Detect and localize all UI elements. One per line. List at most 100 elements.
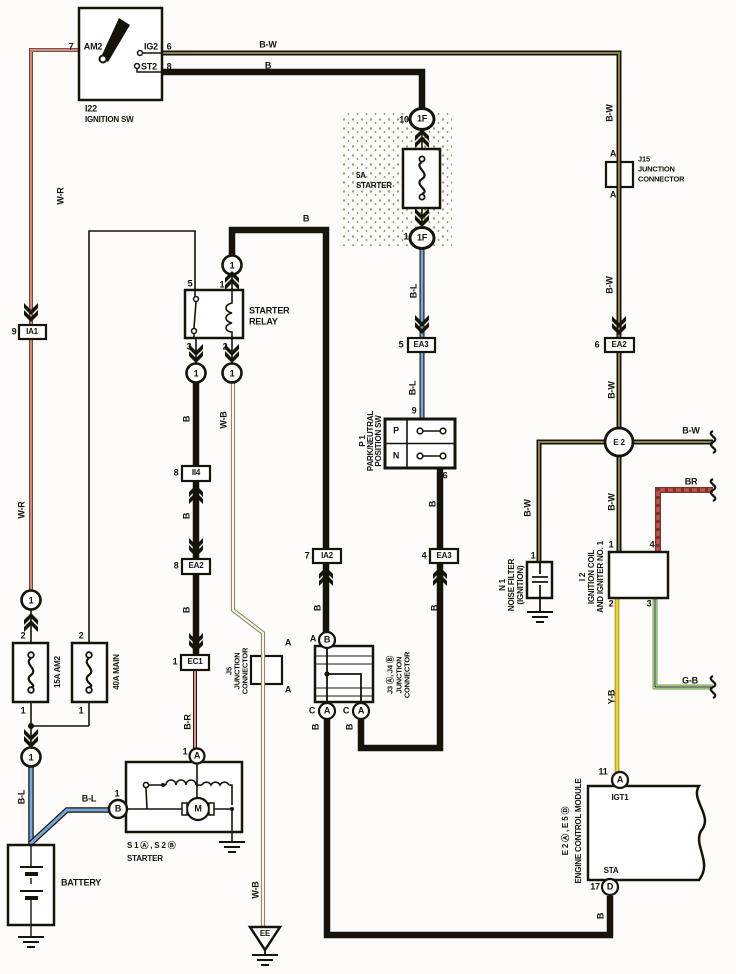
pin-relay-1: 1 xyxy=(219,279,225,290)
wire-label-bw: B-W xyxy=(604,276,615,294)
connector-label-ii4: II4 xyxy=(191,468,201,477)
wire-label-b: B xyxy=(312,604,323,612)
ignition-sw-name: IGNITION SW xyxy=(85,115,134,124)
junction-connector-j5 xyxy=(249,654,284,686)
capacitor-icon xyxy=(532,562,548,612)
ecm-sta: STA xyxy=(603,866,619,875)
fuse-15a-am2-box xyxy=(11,641,50,704)
solenoid-coils-icon xyxy=(165,779,230,787)
j34-term-a: A xyxy=(309,633,317,644)
ecm-sub: E 2 Ⓐ , E 5 Ⓓ xyxy=(561,806,570,856)
starter-term-b: B xyxy=(114,803,122,814)
pin-ec1: 1 xyxy=(172,656,178,667)
pin-starter-a: 1 xyxy=(182,746,188,757)
ecm-name: ENGINE CONTROL MODULE xyxy=(574,778,583,884)
pin-ig2: 6 xyxy=(166,41,172,52)
connector-label-ia2: IA2 xyxy=(321,551,333,560)
wire-label-wb: W-B xyxy=(250,881,261,899)
j5-term-a: A xyxy=(284,684,292,695)
wire-label-wr: W-R xyxy=(55,187,66,205)
starter-term-a: A xyxy=(193,750,201,761)
pin-starter-b: 1 xyxy=(114,788,120,799)
pin-pns-9: 9 xyxy=(411,405,417,416)
ignition-coil-box xyxy=(607,550,670,600)
j34-name-2: CONNECTOR xyxy=(402,651,412,699)
j5-term-a: A xyxy=(284,637,292,648)
pin-coil-4: 4 xyxy=(649,539,655,550)
starter-sub: S 1 Ⓐ , S 2 Ⓑ xyxy=(127,841,176,850)
wire-label-bw: B-W xyxy=(606,493,617,511)
pin-coil-3: 3 xyxy=(646,598,652,609)
connector-circles xyxy=(20,107,635,897)
noise-filter-name-1: NOISE FILTER xyxy=(507,558,516,612)
term-am2: AM2 xyxy=(83,41,103,52)
starter-fuse-name: STARTER xyxy=(356,181,392,190)
fuse-icon xyxy=(27,657,35,689)
fuse-40a-main-box xyxy=(70,641,109,704)
pin-ea3-mid: 4 xyxy=(421,550,427,561)
pns-p: P xyxy=(393,425,399,436)
connector-ia2 xyxy=(311,547,343,565)
j15-name-1: JUNCTION xyxy=(638,164,675,174)
wire-label-bl: B-L xyxy=(16,789,27,805)
starter-relay-box xyxy=(183,288,245,340)
battery-plate-long xyxy=(20,866,43,892)
noise-filter-code: N 1 xyxy=(498,579,507,591)
wire-label-b: B xyxy=(264,60,272,71)
ee-ground-label: EE xyxy=(259,929,271,938)
noise-filter-box xyxy=(525,560,554,612)
pin-fuse-am2-2: 2 xyxy=(20,630,26,641)
pin-coil-2: 2 xyxy=(608,598,614,609)
pin-ia1: 9 xyxy=(11,326,17,337)
wire-label-wr: W-R xyxy=(16,501,27,519)
pin-am2: 7 xyxy=(68,41,74,52)
j34-circle-a: A xyxy=(323,705,331,716)
ecm-box xyxy=(586,784,707,882)
j34-term-c: C xyxy=(308,705,316,716)
starter-motor-box xyxy=(124,760,244,842)
connector-ea3-top xyxy=(406,336,437,354)
node-e2 xyxy=(603,426,635,458)
j34-circle-b: B xyxy=(323,634,331,645)
pin-ea2-right: 6 xyxy=(594,339,600,350)
pns-n: N xyxy=(392,450,400,461)
connector-circle-1: 1 xyxy=(193,368,199,379)
connector-label-ea3: EA3 xyxy=(436,551,452,560)
wire-label-bw: B-W xyxy=(604,104,615,122)
wire-label-b: B xyxy=(302,213,310,224)
pin-ecm-17: 17 xyxy=(590,881,600,892)
wire-label-b: B xyxy=(427,500,438,508)
wire-label-bw: B-W xyxy=(606,381,617,399)
j15-term-a: A xyxy=(609,189,617,200)
noise-filter-name-2: (IGNITION) xyxy=(516,565,525,605)
starter-fuse-box xyxy=(401,147,442,210)
connector-ii4 xyxy=(180,464,212,483)
ignition-coil-name-1: IGNITION COIL xyxy=(587,549,596,605)
pin-pns-6: 6 xyxy=(442,470,448,481)
node-label-e2: E 2 xyxy=(613,438,625,447)
ignition-sw-code: I22 xyxy=(85,103,97,114)
wire-label-b: B xyxy=(344,723,355,731)
connector-ec1 xyxy=(179,653,211,672)
connector-circle-1: 1 xyxy=(28,595,34,606)
pin-relay-2: 2 xyxy=(222,341,228,352)
pin-ii4: 8 xyxy=(173,467,179,478)
connector-circle-1: 1 xyxy=(229,368,235,379)
j34-code: J3 Ⓐ, J4 Ⓑ xyxy=(385,655,395,695)
fuse-am2-rating: 15A AM2 xyxy=(53,656,62,688)
ignition-switch xyxy=(77,6,164,102)
connector-label-ea2: EA2 xyxy=(188,561,204,570)
node-1f-bottom xyxy=(408,226,436,250)
wire-label-b: B xyxy=(181,415,192,423)
wire-label-bl: B-L xyxy=(408,283,419,299)
wire-label-gb: G-B xyxy=(682,675,698,686)
node-label-1f: 1F xyxy=(416,113,428,124)
wire-label-br: BR xyxy=(684,476,698,487)
connector-ea2-left xyxy=(180,557,212,576)
wire-label-bw: B-W xyxy=(522,499,533,517)
j15-term-a: A xyxy=(609,148,617,159)
key-icon xyxy=(101,18,130,62)
pin-ia2: 7 xyxy=(304,550,310,561)
connector-ia1 xyxy=(17,323,48,341)
j15-name-2: CONNECTOR xyxy=(638,174,685,184)
